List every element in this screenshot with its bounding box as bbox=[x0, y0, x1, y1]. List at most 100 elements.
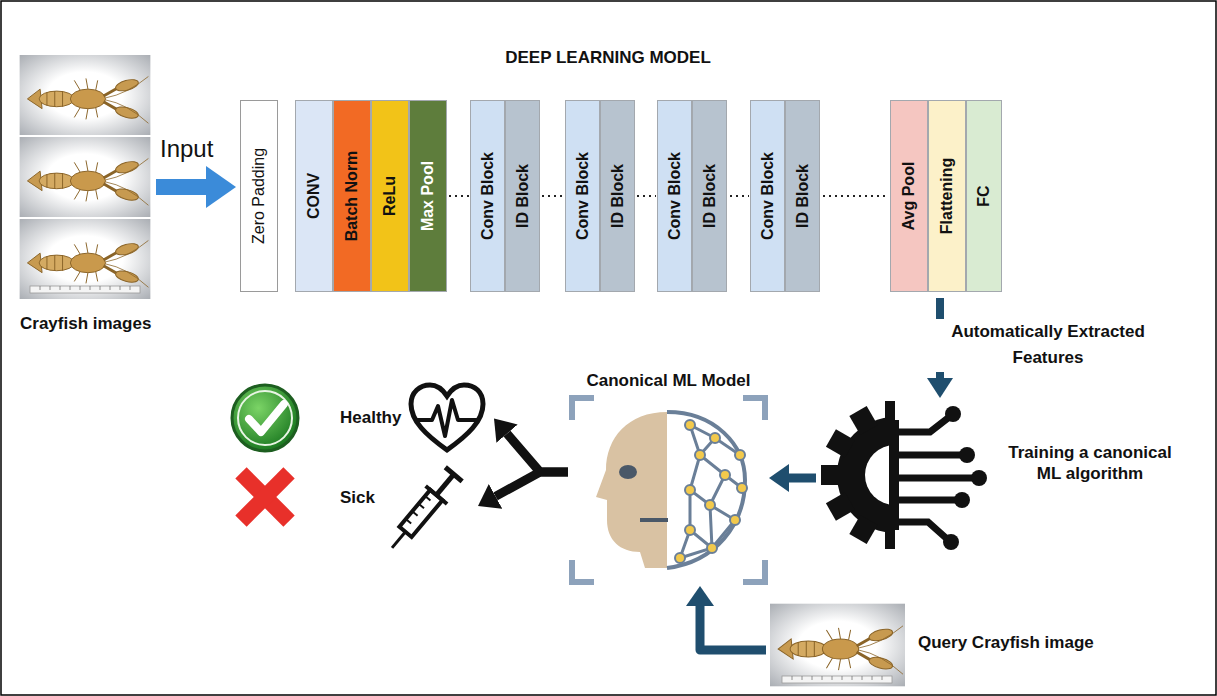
ai-face-icon bbox=[572, 398, 765, 582]
gear-icon bbox=[821, 401, 895, 549]
diagram-title: DEEP LEARNING MODEL bbox=[408, 47, 808, 68]
image-caption: Crayfish images bbox=[20, 313, 151, 334]
input-arrow bbox=[156, 179, 206, 195]
query-arrow bbox=[700, 606, 766, 650]
layer-box: ID Block bbox=[600, 100, 635, 292]
layer-name: ReLu bbox=[380, 176, 400, 216]
cross-icon bbox=[235, 467, 294, 526]
check-icon bbox=[232, 385, 298, 451]
ai-face-icon bbox=[707, 543, 717, 553]
fork-arrow bbox=[507, 434, 568, 472]
layer-box: ID Block bbox=[785, 100, 820, 292]
query-photo bbox=[782, 676, 892, 683]
outcome-row: Healthy bbox=[232, 385, 488, 452]
crayfish-photos bbox=[30, 286, 140, 293]
check-icon bbox=[238, 391, 292, 445]
ai-face-icon bbox=[619, 465, 637, 479]
crayfish-photos bbox=[20, 55, 151, 299]
cross-icon bbox=[235, 467, 294, 526]
ai-face-icon bbox=[730, 515, 740, 525]
flow-arrow bbox=[789, 474, 816, 483]
heart-icon bbox=[411, 385, 483, 450]
gear-icon bbox=[849, 406, 877, 435]
ai-face-icon bbox=[667, 412, 745, 568]
layer-box: Conv Block bbox=[750, 100, 785, 292]
gear-icon bbox=[889, 420, 899, 530]
ai-face-icon bbox=[640, 518, 668, 522]
fork-arrow bbox=[496, 472, 568, 496]
outcome-row: Sick bbox=[232, 460, 472, 552]
ai-face-icon bbox=[685, 525, 695, 535]
layer-box: ID Block bbox=[692, 100, 727, 292]
outcome-label: Healthy bbox=[340, 407, 401, 428]
gear-icon bbox=[821, 465, 843, 485]
crayfish-photos bbox=[20, 137, 151, 217]
image-stack: Crayfish images bbox=[18, 55, 152, 300]
layer-box: Max Pool bbox=[409, 100, 447, 292]
layer-name: Conv Block bbox=[478, 152, 498, 240]
query-photo bbox=[770, 604, 905, 687]
gear-icon bbox=[954, 492, 970, 508]
training-caption: Training a canonical ML algorithm bbox=[1000, 442, 1180, 485]
gear-icon bbox=[943, 534, 959, 550]
layer-name: Max Pool bbox=[418, 161, 438, 231]
image-caption: Query Crayfish image bbox=[918, 632, 1094, 653]
model-heading: Canonical ML Model bbox=[542, 370, 795, 391]
gear-icon bbox=[849, 515, 877, 544]
ai-face-icon bbox=[685, 420, 695, 430]
query-photo bbox=[770, 604, 905, 687]
layer-name: Conv Block bbox=[758, 152, 778, 240]
ai-face-icon bbox=[596, 412, 667, 568]
ai-face-icon bbox=[572, 398, 765, 582]
ml-model-icon: Canonical ML Model bbox=[572, 398, 765, 582]
syringe-icon bbox=[445, 467, 462, 481]
layer-box: Avg Pool bbox=[890, 100, 928, 292]
syringe-icon bbox=[381, 465, 464, 557]
query-image: Query Crayfish image bbox=[770, 600, 905, 690]
cross-icon bbox=[235, 467, 294, 526]
gear-icon bbox=[821, 401, 987, 550]
ai-face-icon bbox=[720, 470, 730, 480]
heart-icon bbox=[417, 400, 477, 436]
outcome-label: Sick bbox=[340, 487, 375, 508]
gear-icon bbox=[885, 401, 895, 423]
edge-label: Input bbox=[160, 134, 213, 164]
training-icon: Training a canonical ML algorithm bbox=[820, 400, 990, 550]
gear-icon bbox=[959, 447, 975, 463]
layer-name: ID Block bbox=[700, 164, 720, 228]
layer-name: ID Block bbox=[513, 164, 533, 228]
gear-icon bbox=[826, 492, 855, 520]
gear-icon bbox=[826, 429, 855, 457]
query-photo bbox=[792, 676, 882, 680]
layer-box: ID Block bbox=[505, 100, 540, 292]
ai-face-icon bbox=[680, 425, 742, 558]
dotted-link bbox=[542, 195, 564, 197]
crayfish-photos bbox=[20, 55, 151, 135]
syringe-icon bbox=[436, 474, 453, 495]
layer-box: Flattening bbox=[928, 100, 966, 292]
ai-face-icon bbox=[710, 433, 720, 443]
layer-box: Conv Block bbox=[470, 100, 505, 292]
ai-face-icon bbox=[705, 500, 715, 510]
layer-name: CONV bbox=[304, 173, 324, 219]
syringe-icon bbox=[406, 496, 431, 523]
layer-box: Conv Block bbox=[565, 100, 600, 292]
dotted-link bbox=[637, 195, 656, 197]
gear-icon bbox=[837, 417, 895, 533]
layer-box: CONV bbox=[295, 100, 333, 292]
gear-icon bbox=[945, 406, 961, 422]
layer-name: Conv Block bbox=[573, 152, 593, 240]
ai-face-icon bbox=[675, 553, 685, 563]
layer-name: ID Block bbox=[608, 164, 628, 228]
dotted-link bbox=[449, 195, 469, 197]
ai-face-icon bbox=[685, 485, 695, 495]
syringe-icon bbox=[392, 532, 405, 548]
layer-name: Batch Norm bbox=[342, 151, 362, 242]
dotted-link bbox=[823, 195, 888, 197]
layer-box: ReLu bbox=[371, 100, 409, 292]
gear-icon bbox=[899, 418, 972, 538]
crayfish-photos bbox=[20, 219, 151, 299]
dotted-link bbox=[730, 195, 749, 197]
